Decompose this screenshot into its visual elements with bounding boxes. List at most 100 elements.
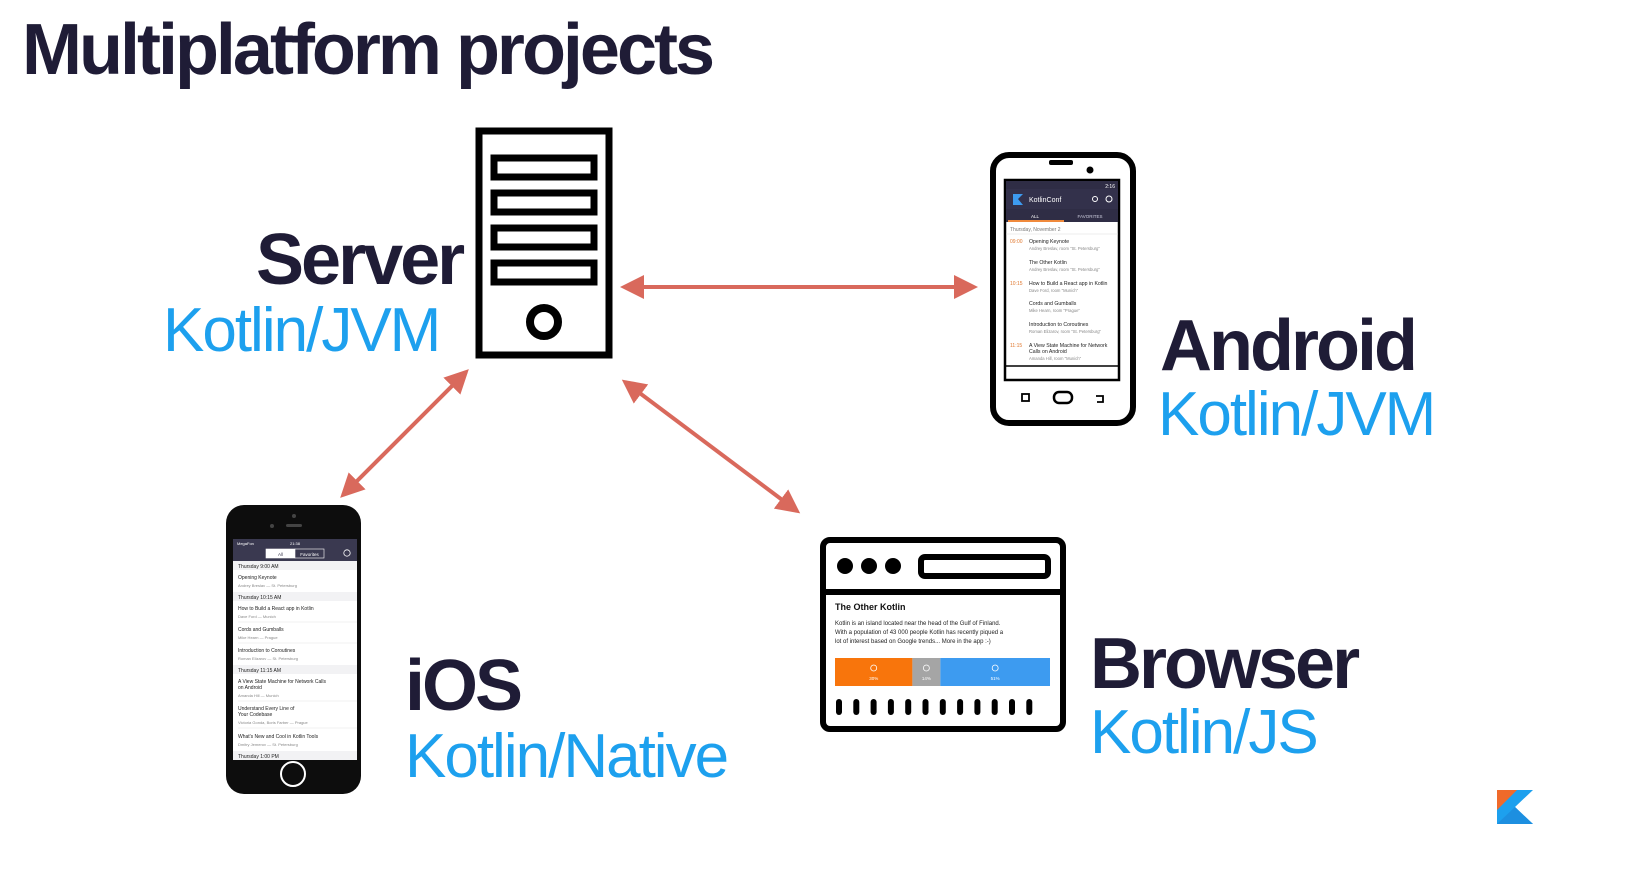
android-session-title[interactable]: Opening Keynote xyxy=(1029,239,1069,245)
ios-carrier: MegaFon xyxy=(237,541,254,546)
footer-dash xyxy=(957,699,964,715)
bar-segment xyxy=(835,658,913,686)
android-session-sub: Amanda Hill, room "Munich" xyxy=(1029,356,1082,361)
footer-dash xyxy=(1009,699,1015,715)
android-return-button[interactable] xyxy=(1096,395,1104,403)
android-session-sub: Roman Elizarov, room "St. Petersburg" xyxy=(1029,329,1102,334)
browser-dot-icon xyxy=(861,558,877,574)
android-session-sub: Andrey Breslav, room "St. Petersburg" xyxy=(1029,267,1100,272)
ios-segment-favorites[interactable] xyxy=(294,548,325,559)
android-back-button[interactable] xyxy=(1021,393,1030,402)
arrow-server-ios xyxy=(340,369,469,498)
footer-dash xyxy=(887,699,894,715)
browser-address-bar[interactable] xyxy=(918,554,1051,579)
android-session-list: 09:00 Opening Keynote Andrey Breslav, ro… xyxy=(1010,239,1108,361)
ios-section-header: Thursday 1:00 PM xyxy=(238,754,279,760)
android-session-title[interactable]: Introduction to Coroutines xyxy=(1029,322,1089,328)
ios-section-header: Thursday 10:15 AM xyxy=(238,595,281,601)
android-home-button[interactable] xyxy=(1052,390,1074,405)
face-icon xyxy=(922,664,930,672)
browser-footer-dashes xyxy=(836,699,1033,715)
ios-info-icon[interactable] xyxy=(343,549,351,557)
ios-session-title[interactable]: Introduction to Coroutines xyxy=(238,648,296,654)
ios-segment-all-label: All xyxy=(278,552,283,557)
ios-session-title[interactable]: Opening Keynote xyxy=(238,575,277,581)
ios-session-sub: Andrey Breslav — St. Petersburg xyxy=(238,583,297,588)
android-session-title[interactable]: How to Build a React app in Kotlin xyxy=(1029,281,1108,287)
ios-session-title-cont: on Android xyxy=(238,685,262,691)
face-icon xyxy=(870,664,878,672)
browser-page-heading: The Other Kotlin xyxy=(835,602,906,612)
ios-session-title[interactable]: How to Build a React app in Kotlin xyxy=(238,606,314,612)
footer-dash xyxy=(1026,699,1033,715)
bar-segment-label: 14% xyxy=(922,676,931,681)
android-info-icon[interactable] xyxy=(1105,195,1113,203)
ios-session-sub: Dmitry Jemerov — St. Petersburg xyxy=(238,742,298,747)
android-status-time: 2:16 xyxy=(1105,184,1115,190)
browser-body-line: lot of interest based on Google trends..… xyxy=(835,639,991,645)
ios-session-sub: Amanda Hill — Munich xyxy=(238,693,279,698)
browser-stacked-bar: 30% 14% 51% xyxy=(835,658,1050,686)
footer-dash xyxy=(939,699,946,715)
ios-status-time: 21:38 xyxy=(290,541,301,546)
ios-session-list: Thursday 9:00 AM Opening Keynote Andrey … xyxy=(233,561,357,760)
iphone-home-button[interactable] xyxy=(280,761,306,787)
android-session-time: 09:00 xyxy=(1010,239,1023,245)
browser-window-icon: The Other Kotlin Kotlin is an island loc… xyxy=(820,537,1066,732)
bar-segment xyxy=(912,658,941,686)
footer-dash xyxy=(991,699,998,715)
ios-section-header: Thursday 11:15 AM xyxy=(238,668,281,674)
android-tab-favorites[interactable]: FAVORITES xyxy=(1078,214,1103,219)
android-session-title[interactable]: Cords and Gumballs xyxy=(1029,301,1077,307)
android-date-header: Thursday, November 2 xyxy=(1010,227,1061,233)
ios-section-header: Thursday 9:00 AM xyxy=(238,564,279,570)
ios-target-label: Kotlin/Native xyxy=(405,722,729,791)
android-kotlin-logo-icon xyxy=(1013,194,1023,205)
bar-segment-label: 51% xyxy=(991,676,1000,681)
footer-dash xyxy=(853,699,860,715)
ios-session-title[interactable]: A View State Machine for Network Calls xyxy=(238,679,327,685)
footer-dash xyxy=(836,699,842,715)
android-tab-all[interactable]: ALL xyxy=(1031,214,1040,219)
browser-dot-icon xyxy=(837,558,853,574)
browser-dot-icon xyxy=(885,558,901,574)
ios-segment-favorites-label: Favorites xyxy=(300,552,319,557)
android-app-title: KotlinConf xyxy=(1029,197,1061,204)
footer-dash xyxy=(922,699,929,715)
page-title: Multiplatform projects xyxy=(22,10,715,90)
ios-session-title-cont: Your Codebase xyxy=(238,712,273,718)
browser-body-line: With a population of 43 000 people Kotli… xyxy=(835,630,1004,636)
browser-label: Browser xyxy=(1090,624,1360,704)
footer-dash xyxy=(870,699,877,715)
server-icon xyxy=(475,127,613,359)
kotlin-logo-icon xyxy=(1497,790,1533,824)
ios-session-sub: Victoria Gonda, Boris Farber — Prague xyxy=(238,720,309,725)
ios-session-title[interactable]: Cords and Gumballs xyxy=(238,627,284,633)
android-search-icon[interactable] xyxy=(1092,196,1098,202)
android-session-sub: Dave Ford, room "Munich" xyxy=(1029,288,1079,293)
iphone-icon: MegaFon 21:38 All Favorites Thursday 9:0… xyxy=(226,505,361,794)
face-icon xyxy=(991,664,999,672)
ios-label: iOS xyxy=(405,646,523,726)
ios-session-sub: Roman Elizarov — St. Petersburg xyxy=(238,656,298,661)
arrow-server-browser xyxy=(621,379,801,514)
ios-session-sub: Dave Ford — Munich xyxy=(238,614,276,619)
android-session-sub: Mike Hearn, room "Prague" xyxy=(1029,308,1080,313)
ios-session-title[interactable]: What's New and Cool in Kotlin Tools xyxy=(238,734,319,740)
android-session-title[interactable]: The Other Kotlin xyxy=(1029,260,1067,266)
footer-dash xyxy=(905,699,912,715)
android-target-label: Kotlin/JVM xyxy=(1158,380,1436,449)
server-label: Server xyxy=(256,220,465,300)
server-target-label: Kotlin/JVM xyxy=(163,296,441,365)
ios-session-sub: Mike Hearn — Prague xyxy=(238,635,278,640)
android-session-title[interactable]: A View State Machine for Network xyxy=(1029,343,1108,349)
android-label: Android xyxy=(1160,306,1418,386)
bar-segment-label: 30% xyxy=(869,676,878,681)
ios-session-title[interactable]: Understand Every Line of xyxy=(238,706,295,712)
android-session-time: 11:15 xyxy=(1010,343,1022,349)
browser-target-label: Kotlin/JS xyxy=(1090,698,1319,767)
android-session-sub: Andrey Breslav, room "St. Petersburg" xyxy=(1029,246,1100,251)
footer-dash xyxy=(974,699,981,715)
bar-segment xyxy=(940,658,1050,686)
